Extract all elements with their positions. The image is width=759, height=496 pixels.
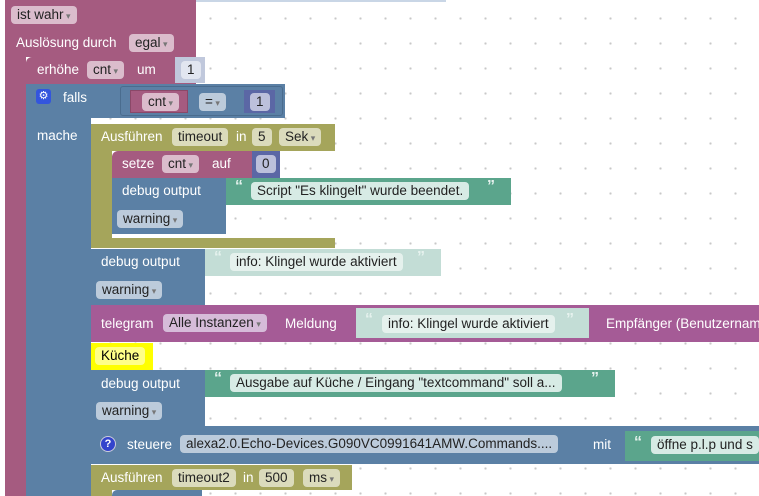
set-label: setze <box>122 156 155 171</box>
cnt-var-dropdown[interactable]: cnt <box>142 93 180 111</box>
timeout-name-input[interactable]: timeout <box>172 128 229 146</box>
debug-text-input[interactable]: Ausgabe auf Küche / Eingang "textcommand… <box>230 374 562 392</box>
set-to-label: auf <box>212 156 231 171</box>
timeout-value-input[interactable]: 500 <box>259 469 294 487</box>
help-icon[interactable]: ? <box>100 436 116 452</box>
with-label: mit <box>593 437 611 452</box>
close-quote-icon: ” <box>487 178 495 195</box>
increment-by-label: um <box>137 62 156 77</box>
trigger-label: Auslösung durch <box>16 35 117 50</box>
increment-var-dropdown[interactable]: cnt <box>87 61 125 79</box>
open-quote-icon: “ <box>214 249 222 266</box>
telegram-text-input[interactable]: info: Klingel wurde aktiviert <box>382 315 555 333</box>
debug-label: debug output <box>122 183 201 198</box>
set-var-dropdown[interactable]: cnt <box>162 155 200 173</box>
debug-label: debug output <box>101 376 180 391</box>
open-quote-icon: “ <box>235 178 243 195</box>
increment-value-input[interactable]: 1 <box>181 61 201 79</box>
condition-dropdown[interactable]: ist wahr <box>11 6 77 24</box>
if-block-spine[interactable] <box>26 84 91 496</box>
comment-input[interactable]: Küche <box>95 347 146 365</box>
increment-label: erhöhe <box>37 62 80 77</box>
timeout-in-label: in <box>236 129 247 144</box>
close-quote-icon: ” <box>591 370 599 387</box>
timeout-block-spine[interactable] <box>91 124 112 248</box>
timeout2-block-spine[interactable] <box>91 465 112 496</box>
trigger-dropdown[interactable]: egal <box>129 34 174 52</box>
do-label: mache <box>37 128 78 143</box>
close-quote-icon: ” <box>566 311 574 328</box>
timeout-label: Ausführen <box>101 129 163 144</box>
debug-text-input[interactable]: Script "Es klingelt" wurde beendet. <box>251 182 470 200</box>
debug-level-dropdown[interactable]: warning <box>96 281 163 299</box>
timeout-in-label: in <box>243 470 254 485</box>
debug-level-dropdown[interactable]: warning <box>117 210 184 228</box>
timeout-name-input[interactable]: timeout2 <box>172 469 236 487</box>
control-text-input[interactable]: öffne p.l.p und s <box>651 436 759 454</box>
timeout-unit-dropdown[interactable]: Sek <box>279 128 322 146</box>
instance-dropdown[interactable]: Alle Instanzen <box>163 314 267 332</box>
timeout-unit-dropdown[interactable]: ms <box>303 469 341 487</box>
operator-dropdown[interactable]: = <box>199 93 226 111</box>
gear-icon[interactable]: ⚙ <box>36 89 51 104</box>
condition-block[interactable] <box>120 86 283 116</box>
recipient-label: Empfänger (Benutzername) <box>606 316 759 331</box>
object-id-input[interactable]: alexa2.0.Echo-Devices.G090VC0991641AMW.C… <box>180 435 559 453</box>
timeout-value-input[interactable]: 5 <box>252 128 272 146</box>
debug-label: debug output <box>101 254 180 269</box>
set-value-input[interactable]: 0 <box>256 155 276 173</box>
telegram-label: telegram <box>101 316 154 331</box>
open-quote-icon: “ <box>365 311 373 328</box>
timeout-label: Ausführen <box>101 470 163 485</box>
debug-level-dropdown[interactable]: warning <box>96 402 163 420</box>
timeout-block-bottom[interactable] <box>91 238 335 248</box>
scrollbar-edge <box>196 0 446 2</box>
nested-block[interactable] <box>112 490 202 496</box>
close-quote-icon: ” <box>417 249 425 266</box>
open-quote-icon: “ <box>634 434 642 451</box>
debug-text-input[interactable]: info: Klingel wurde aktiviert <box>230 253 403 271</box>
compare-value-input[interactable]: 1 <box>250 93 270 111</box>
open-quote-icon: “ <box>214 370 222 387</box>
message-label: Meldung <box>285 316 337 331</box>
trigger-block-spine[interactable] <box>5 0 26 496</box>
if-label: falls <box>63 90 88 105</box>
control-label: steuere <box>127 437 173 452</box>
